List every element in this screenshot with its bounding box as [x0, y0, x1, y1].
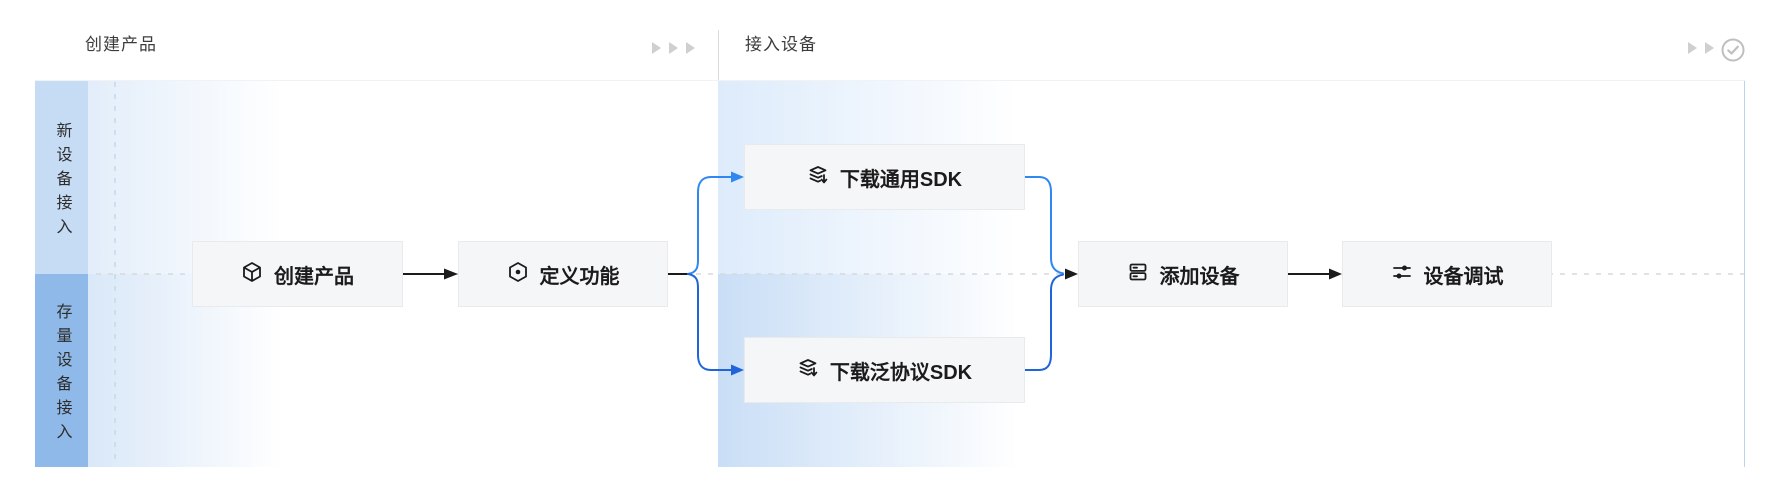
chevron-right-icon — [669, 42, 678, 54]
lane-label-new-device: 新设备接入 — [53, 121, 71, 242]
lane-existing-device-bg — [35, 274, 88, 467]
band-right-border — [1744, 81, 1745, 467]
step-download-general-sdk[interactable]: 下载通用SDK — [744, 144, 1025, 210]
device-stack-icon — [1127, 261, 1149, 288]
step-label: 设备调试 — [1423, 265, 1504, 288]
progress-chevrons-icon — [1688, 42, 1714, 54]
step-download-protocol-sdk[interactable]: 下载泛协议SDK — [744, 337, 1025, 403]
section-title-access-device: 接入设备 — [745, 35, 817, 54]
cube-icon — [241, 261, 263, 288]
progress-chevrons-icon — [652, 42, 695, 54]
section-divider — [718, 30, 719, 80]
step-add-device[interactable]: 添加设备 — [1078, 241, 1288, 307]
layers-download-icon — [807, 164, 829, 191]
step-label: 下载通用SDK — [839, 168, 963, 191]
step-label: 定义功能 — [539, 265, 620, 288]
step-label: 下载泛协议SDK — [829, 361, 973, 384]
step-create-product[interactable]: 创建产品 — [192, 241, 403, 307]
chevron-right-icon — [1705, 42, 1714, 54]
chevron-right-icon — [1688, 42, 1697, 54]
layers-download-icon — [797, 357, 819, 384]
section-title-create-product: 创建产品 — [85, 35, 157, 54]
check-circle-icon — [1720, 37, 1746, 68]
lane-new-device-bg — [35, 81, 88, 274]
step-debug-device[interactable]: 设备调试 — [1342, 241, 1552, 307]
chevron-right-icon — [686, 42, 695, 54]
step-define-features[interactable]: 定义功能 — [458, 241, 668, 307]
tune-icon — [1391, 261, 1413, 288]
lane-label-existing-device: 存量设备接入 — [53, 302, 71, 447]
chevron-right-icon — [652, 42, 661, 54]
step-label: 添加设备 — [1159, 265, 1240, 288]
hexagon-dot-icon — [507, 261, 529, 288]
step-label: 创建产品 — [274, 265, 354, 288]
